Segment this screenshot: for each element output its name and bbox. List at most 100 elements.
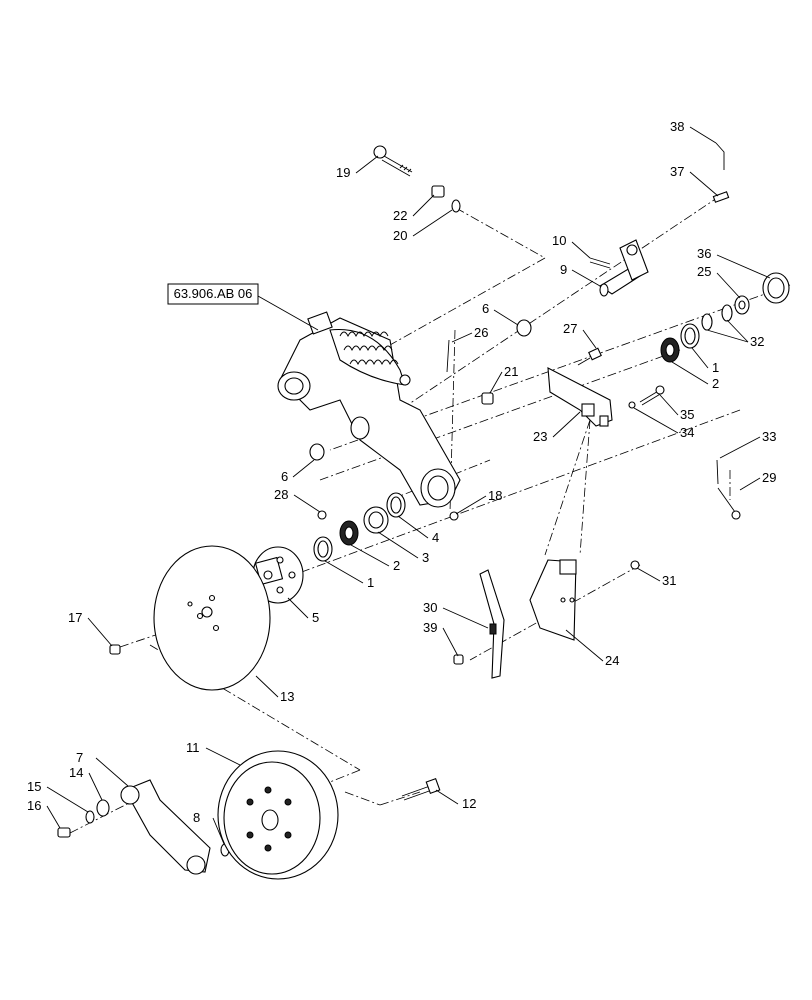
svg-text:4: 4 <box>432 530 439 545</box>
callout-31: 31 <box>636 567 676 588</box>
part-21 <box>481 392 494 405</box>
part-37 <box>712 191 730 203</box>
callout-7: 7 <box>76 750 129 787</box>
svg-text:21: 21 <box>504 364 518 379</box>
part-11 <box>217 750 339 880</box>
part-14 <box>96 799 110 817</box>
part-4 <box>386 492 406 518</box>
part-26 <box>446 339 450 373</box>
svg-text:8: 8 <box>193 810 200 825</box>
part-19 <box>373 145 413 177</box>
parts <box>57 142 790 880</box>
svg-text:1: 1 <box>367 575 374 590</box>
part-12 <box>401 777 441 801</box>
callout-32: 32 <box>706 319 764 349</box>
part-1-lower <box>313 536 333 562</box>
svg-text:13: 13 <box>280 689 294 704</box>
svg-text:11: 11 <box>186 740 200 755</box>
part-32-a <box>721 304 733 322</box>
part-17 <box>109 644 121 655</box>
svg-text:12: 12 <box>462 796 476 811</box>
callout-6-lower: 6 <box>281 459 315 484</box>
callout-26: 26 <box>451 325 488 343</box>
callout-12: 12 <box>435 789 476 811</box>
callout-1-lower: 1 <box>324 560 374 590</box>
part-39 <box>453 654 464 665</box>
callout-37: 37 <box>670 164 719 197</box>
callout-29: 29 <box>739 470 776 491</box>
part-36 <box>762 272 790 304</box>
callout-10: 10 <box>552 233 591 259</box>
svg-text:22: 22 <box>393 208 407 223</box>
svg-text:30: 30 <box>423 600 437 615</box>
svg-text:34: 34 <box>680 425 694 440</box>
svg-text:17: 17 <box>68 610 82 625</box>
callout-11: 11 <box>186 740 241 766</box>
callout-2-lower: 2 <box>350 544 400 573</box>
part-35 <box>639 385 665 406</box>
svg-text:31: 31 <box>662 573 676 588</box>
callout-1-upper: 1 <box>691 347 719 375</box>
part-13 <box>153 545 271 691</box>
callout-18: 18 <box>455 488 502 515</box>
svg-text:14: 14 <box>69 765 83 780</box>
svg-text:28: 28 <box>274 487 288 502</box>
callout-21: 21 <box>489 364 518 394</box>
svg-text:20: 20 <box>393 228 407 243</box>
callout-4: 4 <box>397 515 439 545</box>
svg-text:37: 37 <box>670 164 684 179</box>
svg-text:24: 24 <box>605 653 619 668</box>
svg-text:5: 5 <box>312 610 319 625</box>
callout-16: 16 <box>27 798 61 829</box>
callout-30: 30 <box>423 600 489 629</box>
svg-text:3: 3 <box>422 550 429 565</box>
svg-text:25: 25 <box>697 264 711 279</box>
svg-text:15: 15 <box>27 779 41 794</box>
svg-text:26: 26 <box>474 325 488 340</box>
part-15 <box>85 810 95 824</box>
part-2-upper <box>660 337 680 363</box>
part-34 <box>628 401 636 409</box>
part-31 <box>630 560 640 570</box>
callout-22: 22 <box>393 194 435 223</box>
svg-text:10: 10 <box>552 233 566 248</box>
callout-23: 23 <box>533 411 581 444</box>
callout-3: 3 <box>377 531 429 565</box>
callout-34: 34 <box>633 407 694 440</box>
callout-6-upper: 6 <box>482 301 519 326</box>
svg-text:9: 9 <box>560 262 567 277</box>
svg-text:39: 39 <box>423 620 437 635</box>
part-1-upper <box>680 323 700 349</box>
callout-8: 8 <box>193 810 225 845</box>
svg-text:7: 7 <box>76 750 83 765</box>
svg-text:19: 19 <box>336 165 350 180</box>
part-6-upper <box>516 319 532 337</box>
svg-text:35: 35 <box>680 407 694 422</box>
part-28 <box>317 510 327 520</box>
part-30 <box>479 569 505 679</box>
svg-text:33: 33 <box>762 429 776 444</box>
part-9 <box>598 239 649 297</box>
part-33 <box>716 459 719 485</box>
part-22 <box>431 185 445 198</box>
svg-text:36: 36 <box>697 246 711 261</box>
svg-text:6: 6 <box>482 301 489 316</box>
callout-38: 38 <box>670 119 717 144</box>
svg-text:6: 6 <box>281 469 288 484</box>
part-29 <box>717 487 741 520</box>
svg-text:23: 23 <box>533 429 547 444</box>
callout-14: 14 <box>69 765 103 801</box>
part-23 <box>547 367 613 427</box>
callout-25: 25 <box>697 264 741 299</box>
reference-box[interactable]: 63.906.AB 06 <box>167 283 319 331</box>
svg-text:1: 1 <box>712 360 719 375</box>
part-32-b <box>701 313 713 331</box>
svg-text:2: 2 <box>712 376 719 391</box>
callout-2-upper: 2 <box>671 361 719 391</box>
part-6-lower <box>309 443 325 461</box>
part-16 <box>57 827 71 838</box>
callout-27: 27 <box>563 321 597 349</box>
part-arm-assembly <box>277 311 461 508</box>
callout-19: 19 <box>336 155 379 180</box>
